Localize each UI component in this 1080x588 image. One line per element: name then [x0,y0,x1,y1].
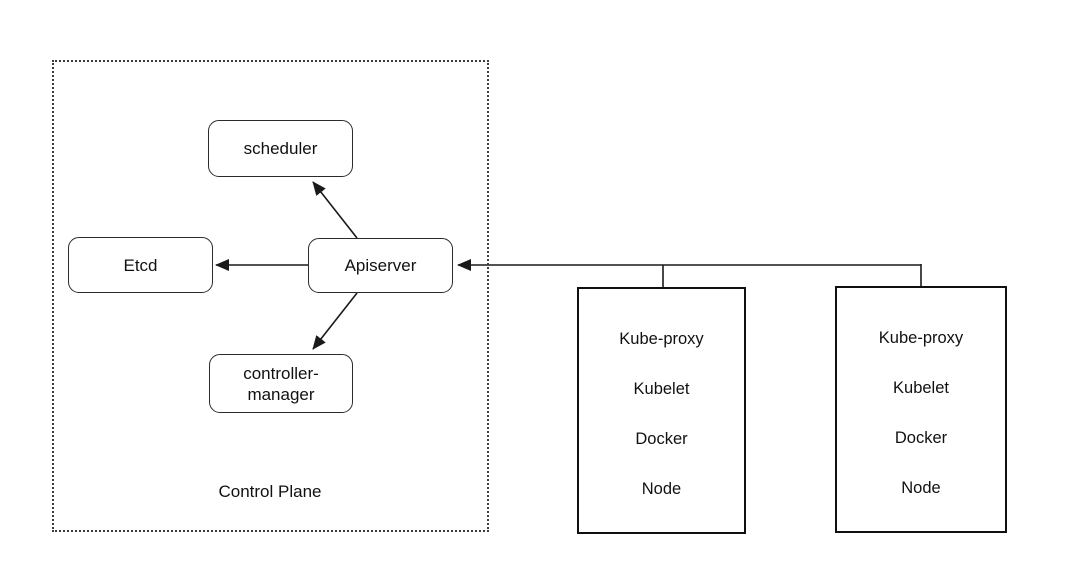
worker1-kubelet-label: Kubelet [633,380,690,398]
apiserver-box: Apiserver [308,238,453,293]
scheduler-label: scheduler [243,139,318,158]
worker-node-box-2: Kube-proxy Kubelet Docker Node [835,286,1007,533]
worker2-docker-label: Docker [894,429,948,447]
controller-manager-label-line1: controller- [243,363,319,383]
worker1-node-label: Node [641,480,682,498]
control-plane-boundary [52,60,489,532]
controller-manager-label-line2: manager [247,384,315,404]
apiserver-label: Apiserver [344,256,417,275]
control-plane-label: Control Plane [218,482,322,501]
worker2-kube-proxy-label: Kube-proxy [878,329,964,347]
worker1-docker-label: Docker [635,430,688,448]
arrow-apiserver-to-controller-manager [312,292,358,350]
controller-manager-box: controller- manager [209,354,353,413]
scheduler-box: scheduler [208,120,353,177]
etcd-box: Etcd [68,237,213,293]
worker2-kubelet-label: Kubelet [893,379,949,397]
etcd-label: Etcd [123,255,158,275]
worker1-kube-proxy-label: Kube-proxy [619,330,704,348]
worker2-node-label: Node [901,479,941,497]
arrow-apiserver-to-scheduler [312,181,358,239]
worker-node-box-1: Kube-proxy Kubelet Docker Node [577,287,746,534]
